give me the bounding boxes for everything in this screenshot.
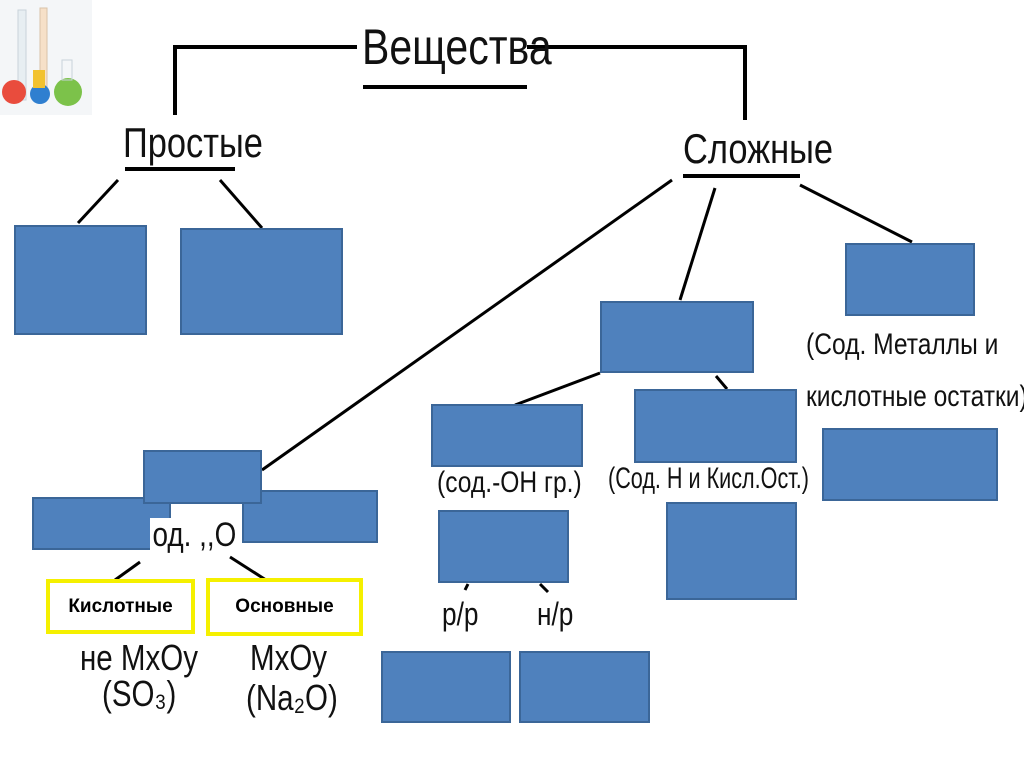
basic-example: (Na₂O) (246, 677, 338, 718)
basic-formula: MxOy (250, 637, 328, 678)
oxides-note: од. ,,О (150, 518, 239, 552)
simple-box-1 (14, 225, 147, 335)
simple-box-2 (180, 228, 343, 335)
bases-box (431, 404, 583, 467)
acidic-oxides-label: Кислотные (46, 579, 195, 634)
salts-sub-box (822, 428, 998, 501)
oxides-box (143, 450, 262, 504)
oxides-sub-box-right (242, 490, 378, 543)
insoluble-bases-box (519, 651, 650, 723)
hydroxides-box (600, 301, 754, 373)
diagram-title: Вещества (362, 19, 552, 75)
acidic-formula: не MxOy (80, 637, 199, 678)
alkalis-box (381, 651, 511, 723)
soluble-label: р/р (442, 596, 479, 632)
insoluble-label: н/р (537, 596, 574, 632)
acids-box (634, 389, 797, 463)
acids-sub-box (666, 502, 797, 600)
basic-oxides-label: Основные (206, 578, 363, 636)
salts-box (845, 243, 975, 316)
acids-note: (Сод. Н и Кисл.Ост.) (608, 462, 809, 495)
lab-glassware-logo (0, 0, 92, 115)
bases-sub-box (438, 510, 569, 583)
salts-note-line1: (Сод. Металлы и (806, 328, 999, 361)
acidic-example: (SO₃) (102, 673, 177, 714)
branch-simple: Простые (123, 119, 263, 166)
branch-complex: Сложные (683, 125, 834, 172)
bases-note: (сод.-ОН гр.) (437, 466, 582, 499)
salts-note-line2: кислотные остатки) (806, 380, 1024, 413)
